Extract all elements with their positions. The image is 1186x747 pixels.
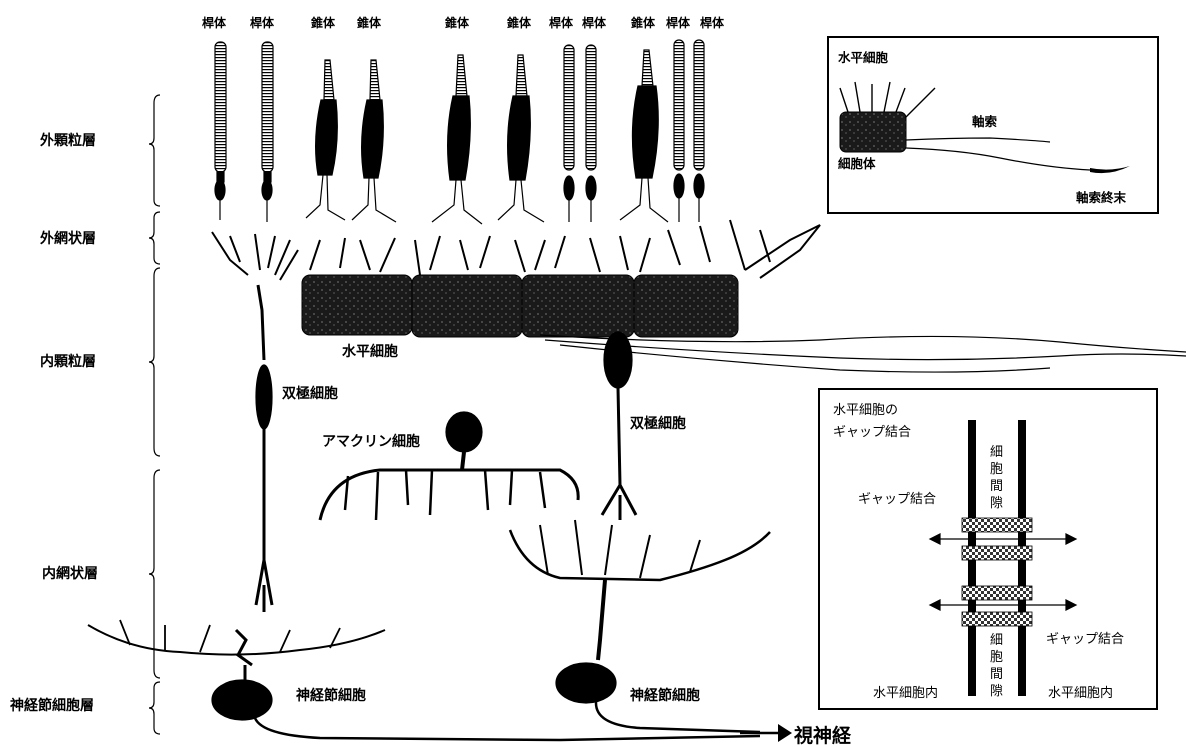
- label-rod-5: 桿体: [666, 15, 691, 30]
- label-rod-4: 桿体: [582, 15, 607, 30]
- inset1-soma-label: 細胞体: [838, 156, 876, 171]
- outer-plexiform-dendrites: [212, 220, 820, 280]
- layer-labels: 外顆粒層 外網状層 内顆粒層 内網状層 神経節細胞層: [10, 132, 98, 714]
- label-cone-1: 錐体: [311, 15, 336, 30]
- cleft-bottom-char-4: 隙: [990, 684, 1003, 699]
- label-cone-3: 錐体: [445, 15, 470, 30]
- rod-cell-3: [564, 45, 574, 222]
- label-rod-2: 桿体: [250, 15, 275, 30]
- channel-3: [962, 586, 1032, 600]
- label-rod-3: 桿体: [549, 15, 574, 30]
- label-bipolar-right: 双極細胞: [630, 415, 686, 432]
- inset1-terminal-label: 軸索終末: [1076, 190, 1127, 205]
- cone-cell-4: [498, 55, 544, 222]
- inset-horizontal-cell: 水平細胞 軸索 細胞体 軸索終末: [828, 37, 1158, 213]
- inset2-title-1: 水平細胞の: [833, 403, 898, 418]
- label-ganglion-left: 神経節細胞: [296, 687, 366, 704]
- cleft-top-char-4: 隙: [990, 496, 1003, 511]
- left-ganglion-cell: [88, 620, 760, 740]
- label-rod-6: 桿体: [700, 15, 725, 30]
- inset2-gap-bottom: ギャップ結合: [1046, 632, 1124, 647]
- label-cone-5: 錐体: [631, 15, 656, 30]
- inset-gap-junction: 水平細胞の ギャップ結合 細 胞 間 隙 細 胞: [819, 389, 1157, 709]
- label-optic-nerve: 視神経: [793, 724, 852, 747]
- optic-nerve-arrow: [740, 724, 792, 742]
- inset2-gap-top: ギャップ結合: [858, 492, 936, 507]
- rod-cell-2: [262, 42, 273, 222]
- label-bipolar-left: 双極細胞: [282, 385, 338, 402]
- cleft-top-char-3: 間: [990, 479, 1003, 494]
- amacrine-cell: [320, 412, 578, 520]
- horizontal-cell-axon: [540, 335, 1186, 372]
- label-rod-1: 桿体: [202, 15, 227, 30]
- label-amacrine: アマクリン細胞: [322, 433, 420, 450]
- rod-cell-6: [694, 40, 704, 222]
- channel-4: [962, 612, 1032, 626]
- layer-inner-nuclear: 内顆粒層: [40, 353, 96, 370]
- channel-2: [962, 546, 1032, 560]
- channel-1: [962, 518, 1032, 532]
- rod-cell-1: [215, 42, 226, 220]
- cleft-top-char-2: 胞: [990, 462, 1003, 477]
- cone-cell-1: [306, 60, 345, 220]
- cleft-bottom-char-3: 間: [990, 667, 1003, 682]
- label-ganglion-right: 神経節細胞: [630, 687, 700, 704]
- inset2-inside-right: 水平細胞内: [1048, 685, 1113, 701]
- horizontal-cell-body: [302, 275, 738, 337]
- cone-cell-5: [620, 50, 668, 222]
- label-cone-2: 錐体: [357, 15, 382, 30]
- cone-cell-3: [432, 55, 482, 224]
- inset2-inside-left: 水平細胞内: [873, 685, 938, 701]
- inset1-title: 水平細胞: [838, 50, 889, 65]
- cone-cell-2: [352, 60, 396, 222]
- layer-braces: [149, 95, 160, 734]
- cleft-top-char-1: 細: [990, 445, 1003, 460]
- left-bipolar-cell: [256, 285, 272, 612]
- layer-outer-plexiform: 外網状層: [40, 230, 96, 247]
- layer-outer-nuclear: 外顆粒層: [40, 132, 96, 149]
- layer-inner-plexiform: 内網状層: [42, 565, 98, 582]
- rods-and-cones: [215, 40, 704, 224]
- layer-ganglion: 神経節細胞層: [10, 697, 94, 714]
- label-cone-4: 錐体: [507, 15, 532, 30]
- label-horizontal-cell: 水平細胞: [342, 343, 398, 360]
- inset2-title-2: ギャップ結合: [833, 425, 911, 440]
- inset1-axon: 軸索: [972, 114, 998, 129]
- rod-cell-5: [674, 40, 684, 222]
- cleft-bottom-char-2: 胞: [990, 650, 1003, 665]
- rod-cell-4: [586, 45, 596, 222]
- photoreceptor-labels: 桿体 桿体 錐体 錐体 錐体 錐体 桿体 桿体 錐体 桿体 桿体: [202, 15, 725, 30]
- cleft-bottom-char-1: 細: [990, 633, 1003, 648]
